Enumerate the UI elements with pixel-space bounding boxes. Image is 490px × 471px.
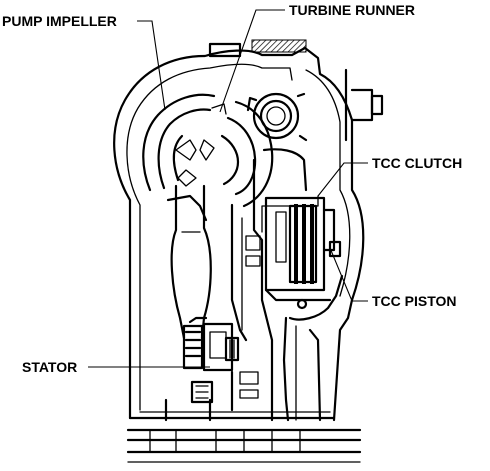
label-turbine-runner: TURBINE RUNNER — [289, 2, 415, 18]
label-tcc-piston: TCC PISTON — [372, 293, 457, 309]
stator-one-way-clutch — [182, 316, 259, 412]
label-stator: STATOR — [22, 359, 77, 375]
leader-lines — [88, 9, 368, 368]
output-shaft-base — [126, 411, 362, 463]
turbine-runner-torus — [199, 100, 274, 342]
stator-core — [164, 184, 212, 422]
turbine-hub — [246, 92, 319, 422]
tcc-piston — [282, 274, 344, 422]
label-tcc-clutch: TCC CLUTCH — [372, 155, 462, 171]
tcc-clutch-pack — [245, 196, 342, 310]
converter-housing — [113, 39, 384, 422]
label-pump-impeller: PUMP IMPELLER — [2, 13, 117, 29]
